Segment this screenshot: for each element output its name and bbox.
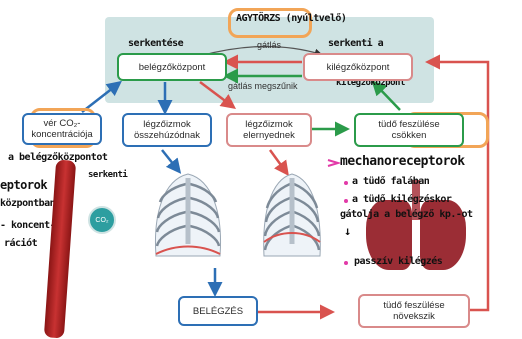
left-note-6: rációt <box>4 238 37 249</box>
ver-co2-box: vér CO₂- koncentrációja <box>22 113 102 145</box>
agytorzs-note: AGYTÖRZS (nyúltvelő) <box>236 13 346 24</box>
left-note-3: eptorok <box>0 178 47 192</box>
left-note-4: központban <box>0 198 55 209</box>
bullet-1 <box>344 181 348 185</box>
legzoizmok-osszehuzodnak-box: légzőizmok összehúzódnak <box>122 113 212 147</box>
right-note-b3: passzív kilégzés <box>354 256 442 267</box>
legzoizmok-elernyednek-box: légzőizmok elernyednek <box>226 113 312 147</box>
bullet-3 <box>344 261 348 265</box>
gatlas-megszunik-label: gátlás megszűnik <box>228 81 298 91</box>
legzoizmok-ell-line1: légzőizmok <box>245 119 293 130</box>
tudo-csokken-line2: csökken <box>392 130 427 141</box>
belegzokozpont-box: belégzőközpont <box>117 53 227 81</box>
ribcage-inhale-illustration <box>148 170 228 260</box>
right-note-b2-1: a tüdő kilégzéskor <box>352 194 451 205</box>
right-note-b1: a tüdő falában <box>352 176 429 187</box>
right-note-arrow: ↓ <box>344 224 351 238</box>
note-serkenti-a: serkenti a <box>328 38 383 49</box>
legzoizmok-ossz-line1: légzőizmok <box>143 119 191 130</box>
kilegzokozpont-box: kilégzőközpont <box>303 53 413 81</box>
gatlas-label: gátlás <box>257 40 281 50</box>
kilegzokozpont-label: kilégzőközpont <box>327 62 390 73</box>
note-serkentese: serkentése <box>128 38 183 49</box>
ver-co2-line2: koncentrációja <box>31 129 92 140</box>
ribcage-exhale-illustration <box>252 170 332 260</box>
left-note-5: - koncent- <box>0 220 55 231</box>
left-note-2: serkenti <box>88 170 127 180</box>
belegzes-box: BELÉGZÉS <box>178 296 258 326</box>
co2-badge: CO₂ <box>88 206 116 234</box>
belegzokozpont-label: belégzőközpont <box>139 62 206 73</box>
belegzes-label: BELÉGZÉS <box>193 306 243 317</box>
legzoizmok-ell-line2: elernyednek <box>243 130 295 141</box>
mechanoreceptorok-note: mechanoreceptorok <box>340 154 465 169</box>
tudo-novekszik-line1: tüdő feszülése <box>383 300 444 311</box>
tudo-novekszik-line2: növekszik <box>393 311 435 322</box>
bullet-2 <box>344 199 348 203</box>
tudo-feszulese-novekszik-box: tüdő feszülése növekszik <box>358 294 470 328</box>
legzoizmok-ossz-line2: összehúzódnak <box>134 130 200 141</box>
ver-co2-line1: vér CO₂- <box>44 118 81 129</box>
right-note-b2-2: gátolja a belégző kp.-ot <box>340 209 473 220</box>
co2-badge-label: CO₂ <box>95 217 108 224</box>
tudo-csokken-line1: tüdő feszülése <box>378 119 439 130</box>
tudo-feszulese-csokken-box: tüdő feszülése csökken <box>354 113 464 147</box>
